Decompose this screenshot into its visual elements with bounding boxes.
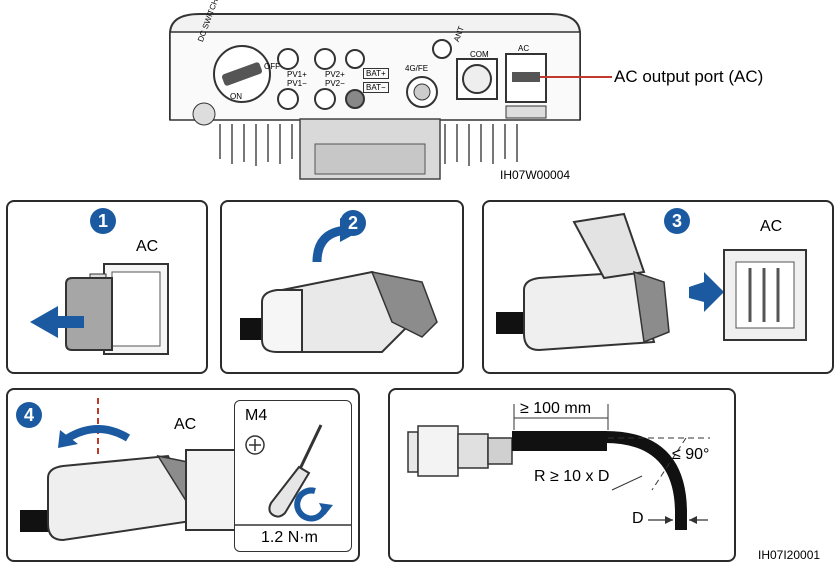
step-2-number: 2 [340,210,366,236]
step-1-panel: 1 AC [6,200,208,374]
tool-inset: M4 1.2 N·m [234,400,352,552]
step-3-drawing [496,212,807,352]
ac-output-callout: AC output port (AC) [614,67,764,86]
step-4-number: 4 [16,402,42,428]
bend-radius-drawing [407,404,710,530]
screw-size-label: M4 [245,407,268,424]
pv1-label: PV1+ PV1− [287,70,307,88]
bat-minus-label: BAT− [363,82,389,93]
screwdriver-drawing [235,424,351,526]
step-2-panel: 2 [220,200,464,374]
step-3-number: 3 [664,208,690,234]
step-4-ac-label: AC [174,416,197,433]
step-3-panel: 3 AC [482,200,834,374]
bend-radius-panel: ≥ 100 mm ≤ 90° R ≥ 10 x D D [388,388,736,562]
bend-angle-label: ≤ 90° [672,446,710,463]
step-1-ac-label: AC [136,238,159,255]
com-label: COM [470,50,489,59]
straight-length-label: ≥ 100 mm [520,400,592,417]
step-1-drawing [30,263,169,355]
figure-code-top: IH07W00004 [500,168,571,182]
on-label: ON [230,92,242,101]
bend-radius-label: R ≥ 10 x D [534,468,610,485]
fe-label: 4G/FE [405,64,429,73]
figure-code-bottom: IH07I20001 [758,548,821,562]
off-label: OFF [264,62,280,71]
inverter-drawing [169,13,581,180]
torque-label: 1.2 N·m [261,529,318,546]
inverter-illustration [160,4,590,184]
pv2-label: PV2+ PV2− [325,70,345,88]
step-3-ac-label: AC [760,218,783,235]
ac-port-label: AC [518,44,530,53]
bat-plus-label: BAT+ [363,68,389,79]
cable-diameter-label: D [632,510,644,527]
step-4-panel: 4 AC M4 1.2 N·m [6,388,360,562]
step-2-drawing [240,218,438,353]
step-1-number: 1 [90,208,116,234]
